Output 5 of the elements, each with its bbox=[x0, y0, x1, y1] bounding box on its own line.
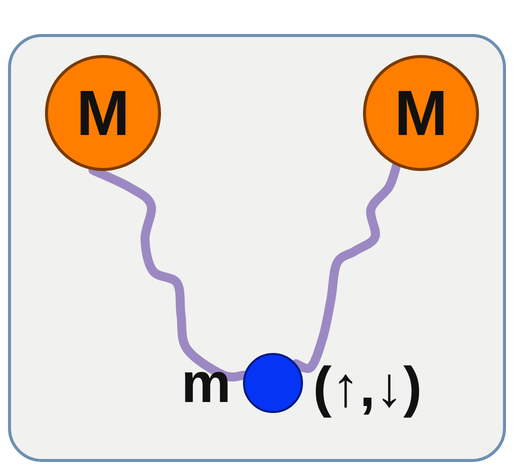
rounded-frame bbox=[8, 34, 506, 462]
circle-label: M bbox=[394, 81, 448, 145]
particle-label: m bbox=[181, 355, 231, 411]
wavy-line bbox=[291, 161, 401, 373]
circle-label: M bbox=[76, 81, 130, 145]
